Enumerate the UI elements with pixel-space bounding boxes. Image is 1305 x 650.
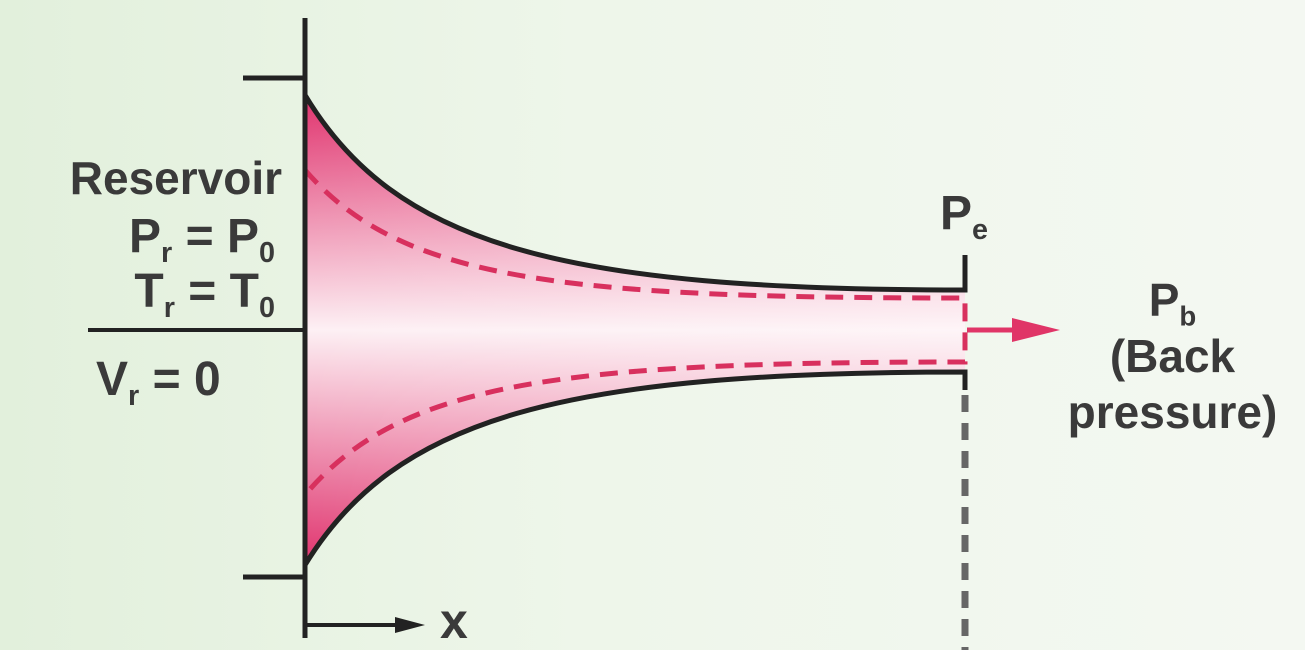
back-pressure-line1: (Back (1109, 330, 1236, 383)
pb-line: Pb (1040, 272, 1305, 330)
nozzle-upper-wall (302, 93, 968, 293)
p0-symbol: P (226, 210, 259, 263)
reservoir-velocity-equation: Vr = 0 (96, 353, 221, 411)
pb-symbol: P (1148, 274, 1180, 326)
pr-subscript: r (161, 237, 173, 270)
back-pressure-line2: pressure) (1067, 386, 1278, 439)
reservoir-temperature-equation: Tr = T0 (134, 265, 275, 323)
reservoir-pressure-equation: Pr = P0 (129, 210, 275, 268)
vr-symbol: V (96, 353, 129, 406)
tr-equals: = (188, 265, 217, 318)
vr-rhs: = 0 (152, 353, 221, 406)
reservoir-title: Reservoir (69, 152, 282, 204)
x-axis-label: x (440, 593, 468, 649)
pb-subscript: b (1179, 300, 1197, 332)
t0-subscript: 0 (258, 292, 275, 325)
pr-equals: = (185, 210, 214, 263)
vr-subscript: r (128, 380, 140, 413)
pr-symbol: P (129, 210, 162, 263)
exit-pressure-label: Pe (940, 187, 988, 245)
back-pressure-label: Pb (Back pressure) (1040, 272, 1305, 440)
nozzle-lower-wall (302, 369, 968, 567)
pe-subscript: e (972, 214, 989, 247)
nozzle-fill-fade (305, 95, 965, 565)
t0-symbol: T (229, 265, 259, 318)
p0-subscript: 0 (258, 237, 275, 270)
tr-symbol: T (134, 265, 164, 318)
x-axis-arrowhead (395, 617, 425, 633)
flow-arrow-head (1012, 318, 1060, 342)
tr-subscript: r (163, 292, 175, 325)
pe-symbol: P (940, 187, 973, 240)
